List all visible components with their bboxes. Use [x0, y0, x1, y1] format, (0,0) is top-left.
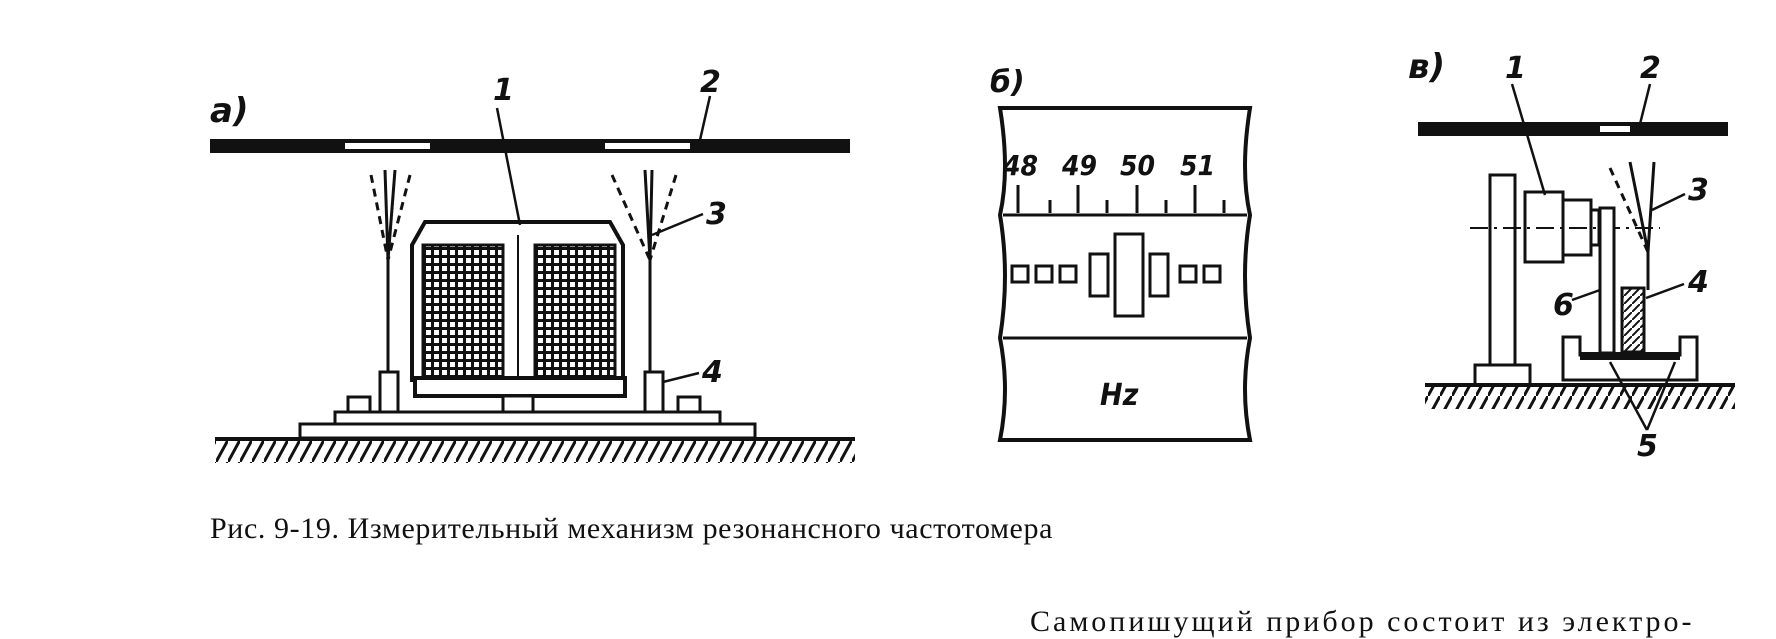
magnet-block-4 — [1620, 286, 1646, 354]
part-number-c-1: 1 — [1505, 51, 1526, 86]
screw-left — [346, 395, 372, 414]
scale-tick-50: 50 — [1120, 149, 1155, 182]
part-number-c-4: 4 — [1687, 265, 1709, 300]
armature-6 — [1598, 206, 1616, 355]
reed-left — [369, 169, 412, 375]
part-number-2: 2 — [700, 65, 721, 100]
part-number-c-3: 3 — [1688, 173, 1709, 208]
electromagnet — [410, 220, 625, 382]
panel-label-c: в) — [1408, 47, 1445, 87]
body-text-fragment: Самопишущий прибор состоит из электро- — [1030, 605, 1695, 638]
scale-tick-48: 48 — [1002, 149, 1038, 182]
panel-a: а) — [210, 65, 855, 463]
panel-b: б) 48 49 50 51 — [990, 65, 1253, 442]
scale-ticks — [1016, 185, 1226, 213]
reed-holder-left — [378, 370, 400, 414]
screw-right — [676, 395, 702, 414]
scale-strip — [210, 139, 850, 153]
part-number-1: 1 — [493, 73, 514, 108]
magnet-base-plate — [413, 376, 627, 398]
base-upper — [333, 410, 722, 426]
reed-right — [610, 169, 678, 375]
scale-strip-c — [1418, 122, 1728, 136]
ground-hatch-c — [1425, 387, 1735, 409]
frame — [1488, 173, 1517, 382]
coil-right — [533, 243, 617, 382]
part-number-3: 3 — [706, 197, 727, 232]
part-number-4: 4 — [701, 355, 723, 390]
coil-left — [421, 243, 505, 382]
panel-c: в) 1 2 3 — [1408, 47, 1735, 464]
base-lower — [298, 422, 757, 440]
panel-label-a: а) — [210, 91, 248, 131]
reed-ends — [1010, 232, 1222, 318]
part-number-c-2: 2 — [1640, 51, 1661, 86]
strip-window — [605, 143, 690, 149]
reed-c — [1608, 161, 1656, 290]
strip-window-c — [1600, 126, 1630, 132]
figure-caption: Рис. 9-19. Измерительный механизм резона… — [210, 512, 1053, 545]
scale-tick-49: 49 — [1061, 149, 1097, 182]
scale-unit: Hz — [1100, 378, 1139, 413]
ground-hatch — [215, 441, 855, 463]
strip-window — [345, 143, 430, 149]
part-number-c-6: 6 — [1553, 288, 1574, 323]
part-number-c-5: 5 — [1637, 429, 1658, 464]
panel-label-b: б) — [990, 65, 1025, 100]
scale-tick-51: 51 — [1180, 149, 1215, 182]
reed-holder-right — [643, 370, 665, 414]
